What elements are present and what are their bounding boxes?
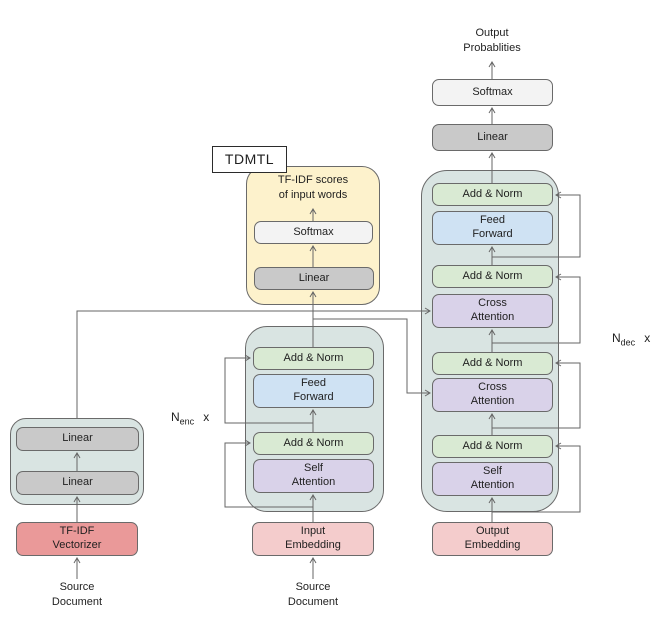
decoder-softmax-box: Softmax bbox=[432, 79, 553, 106]
encoder-self-attention-box: Self Attention bbox=[253, 459, 374, 493]
decoder-add-norm-2-box: Add & Norm bbox=[432, 265, 553, 288]
left-linear-bottom-box: Linear bbox=[16, 471, 139, 495]
decoder-self-attention-box: Self Attention bbox=[432, 462, 553, 496]
output-probabilities-label: Output Probablities bbox=[463, 27, 521, 54]
decoder-add-norm-4-box: Add & Norm bbox=[432, 435, 553, 458]
decoder-cross-attention-2-box: Cross Attention bbox=[432, 378, 553, 412]
encoder-add-norm-top-box: Add & Norm bbox=[253, 347, 374, 370]
decoder-feed-forward-box: Feed Forward bbox=[432, 211, 553, 245]
decoder-add-norm-3-box: Add & Norm bbox=[432, 352, 553, 375]
tdmtl-title-box: TDMTL bbox=[212, 146, 287, 173]
input-embedding-box: Input Embedding bbox=[252, 522, 374, 556]
left-source-document-label: Source Document bbox=[51, 581, 103, 608]
encoder-add-norm-bottom-box: Add & Norm bbox=[253, 432, 374, 455]
tdmtl-linear-box: Linear bbox=[254, 267, 374, 290]
decoder-cross-attention-1-box: Cross Attention bbox=[432, 294, 553, 328]
tdmtl-softmax-box: Softmax bbox=[254, 221, 373, 244]
tfidf-vectorizer-box: TF-IDF Vectorizer bbox=[16, 522, 138, 556]
tdmtl-caption: TF-IDF scores of input words bbox=[277, 174, 349, 201]
left-linear-top-box: Linear bbox=[16, 427, 139, 451]
encoder-source-document-label: Source Document bbox=[287, 581, 339, 608]
output-embedding-box: Output Embedding bbox=[432, 522, 553, 556]
encoder-feed-forward-box: Feed Forward bbox=[253, 374, 374, 408]
decoder-linear-box: Linear bbox=[432, 124, 553, 151]
decoder-add-norm-1-box: Add & Norm bbox=[432, 183, 553, 206]
